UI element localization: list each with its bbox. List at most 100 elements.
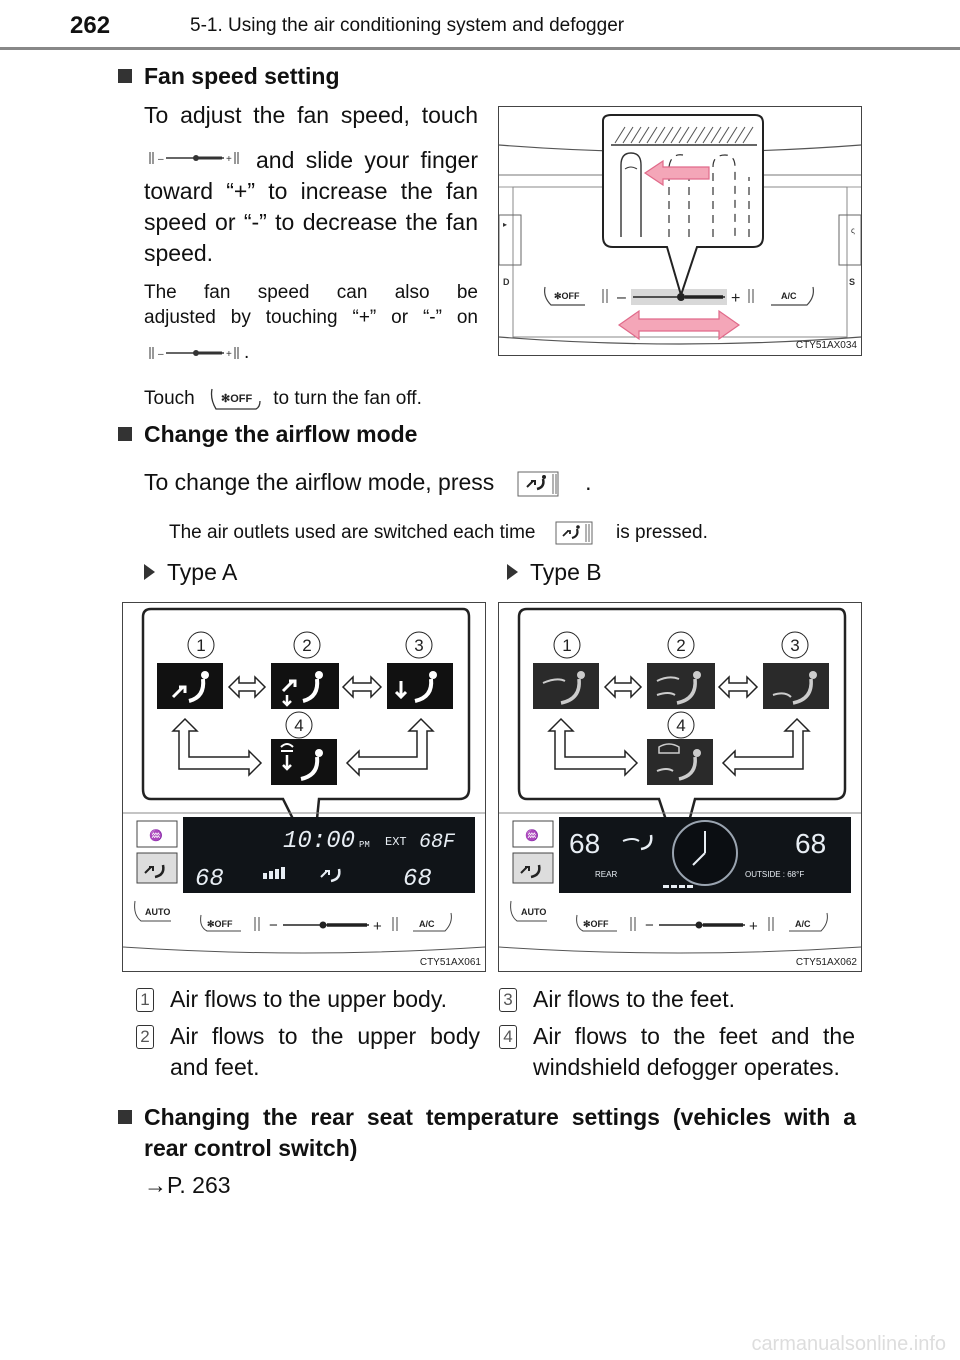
fan-speed-illustration: ✻OFF – + A/C xyxy=(498,114,862,345)
svg-text:♒: ♒ xyxy=(149,829,163,842)
display-b-left-temp: 68 xyxy=(569,828,600,859)
fan-note-end: . xyxy=(244,342,250,363)
mode-4-item: 4 Air flows to the feet and the windshie… xyxy=(499,1021,855,1083)
svg-text:+: + xyxy=(749,918,758,935)
mode-1-text: Air flows to the upper body. xyxy=(170,986,447,1012)
mode-3-text: Air flows to the feet. xyxy=(533,986,735,1012)
svg-text:✻OFF: ✻OFF xyxy=(221,393,252,405)
fan-slider-icon: – + xyxy=(149,152,239,165)
display-b-outside: OUTSIDE : 68°F xyxy=(745,870,804,879)
display-a-left-temp: 68 xyxy=(195,866,224,893)
svg-text:✻OFF: ✻OFF xyxy=(554,291,580,301)
callout-4: 4 xyxy=(294,716,303,735)
callout-1: 1 xyxy=(196,636,205,655)
airflow-instruction: To change the airflow mode, press . xyxy=(144,467,591,499)
mode-3-item: 3 Air flows to the feet. xyxy=(499,984,855,1015)
svg-text:ς: ς xyxy=(851,226,855,235)
type-b-figure: 1 2 3 4 ♒ xyxy=(498,602,862,972)
callout-3: 3 xyxy=(790,636,799,655)
type-b-illustration: 1 2 3 4 ♒ xyxy=(498,607,862,954)
svg-text:+: + xyxy=(731,290,740,307)
triangle-bullet-icon xyxy=(144,564,155,580)
svg-text:D: D xyxy=(503,277,510,287)
rear-seat-heading-line2: rear control switch) xyxy=(144,1135,358,1161)
fan-speed-figure: ✻OFF – + A/C xyxy=(498,106,862,356)
fan-speed-line1: To adjust the fan speed, touch xyxy=(144,102,478,128)
touch-post-text: to turn the fan off. xyxy=(273,388,422,409)
callout-4: 4 xyxy=(676,716,685,735)
fan-speed-heading: Fan speed setting xyxy=(118,63,340,90)
svg-text:A/C: A/C xyxy=(781,291,797,301)
fan-note-line2: adjusted by touching “+” or “-” on xyxy=(144,307,478,328)
svg-text:–: – xyxy=(158,154,164,165)
display-a-ext-temp: 68F xyxy=(419,831,456,854)
rear-seat-heading: Changing the rear seat temperature setti… xyxy=(118,1102,856,1164)
type-b-text: Type B xyxy=(530,559,602,585)
airflow-heading-text: Change the airflow mode xyxy=(144,421,418,447)
callout-2: 2 xyxy=(302,636,311,655)
airflow-mode-button-icon xyxy=(517,471,559,497)
svg-text:−: − xyxy=(269,917,278,934)
rear-seat-reference-link[interactable]: →P. 263 xyxy=(144,1172,231,1198)
watermark: carmanualsonline.info xyxy=(751,1333,946,1355)
fan-speed-line5: speed. xyxy=(144,240,214,266)
svg-text:AUTO: AUTO xyxy=(521,907,546,917)
svg-text:+: + xyxy=(226,349,232,360)
airflow-note: The air outlets used are switched each t… xyxy=(169,520,708,546)
mode-1-item: 1 Air flows to the upper body. xyxy=(136,984,480,1015)
svg-text:+: + xyxy=(226,154,232,165)
mode-2-item: 2 Air flows to the upper body and feet. xyxy=(136,1021,480,1083)
mode-2-text-line1: Air flows to the upper body xyxy=(170,1023,480,1049)
fan-speed-line3: toward “+” to increase the fan xyxy=(144,178,478,204)
svg-text:✻OFF: ✻OFF xyxy=(207,919,233,929)
airflow-instruction-pre: To change the airflow mode, press xyxy=(144,469,495,495)
fan-slider-icon: – + xyxy=(149,347,239,360)
airflow-note-post: is pressed. xyxy=(616,522,708,544)
svg-text:–: – xyxy=(617,289,626,306)
svg-text:✻OFF: ✻OFF xyxy=(583,919,609,929)
airflow-heading: Change the airflow mode xyxy=(118,421,417,448)
mode-1-number: 1 xyxy=(136,988,154,1012)
fan-off-line: Touch ✻OFF to turn the fan off. xyxy=(144,386,422,411)
fan-speed-heading-text: Fan speed setting xyxy=(144,63,340,89)
type-a-text: Type A xyxy=(167,559,238,585)
mode-4-text-line1: Air flows to the feet and the xyxy=(533,1023,855,1049)
fan-speed-line2: and slide your finger xyxy=(256,147,478,173)
svg-text:S: S xyxy=(849,277,855,287)
type-a-figure-code: CTY51AX061 xyxy=(419,957,481,968)
type-a-figure: 1 2 3 4 ♒ xyxy=(122,602,486,972)
fan-off-button-icon: ✻OFF xyxy=(210,388,261,410)
airflow-mode-button-icon xyxy=(555,521,593,545)
svg-text:A/C: A/C xyxy=(419,919,435,929)
airflow-note-pre: The air outlets used are switched each t… xyxy=(169,522,536,544)
fan-speed-paragraph: To adjust the fan speed, touch xyxy=(144,100,478,131)
mode-3-number: 3 xyxy=(499,988,517,1012)
header-rule xyxy=(0,47,960,50)
touch-pre-text: Touch xyxy=(144,388,195,409)
square-bullet-icon xyxy=(118,69,132,83)
display-a-right-temp: 68 xyxy=(403,866,432,893)
display-b-rear: REAR xyxy=(595,870,617,879)
type-a-illustration: 1 2 3 4 ♒ xyxy=(122,607,486,954)
mode-4-text-line2: windshield defogger operates. xyxy=(533,1054,840,1080)
display-a-pm: PM xyxy=(359,840,370,850)
display-b-right-temp: 68 xyxy=(795,828,826,859)
mode-2-text-line2: and feet. xyxy=(170,1054,260,1080)
fan-note-line1: The fan speed can also be xyxy=(144,282,478,303)
type-b-label: Type B xyxy=(507,557,602,588)
callout-1: 1 xyxy=(562,636,571,655)
page-number: 262 xyxy=(70,12,111,39)
square-bullet-icon xyxy=(118,427,132,441)
auto-switch: AUTO xyxy=(145,907,170,917)
callout-3: 3 xyxy=(414,636,423,655)
fan-speed-line2-row: – + and slide your finger xyxy=(144,145,478,176)
mode-2-number: 2 xyxy=(136,1025,154,1049)
rear-seat-heading-line1: Changing the rear seat temperature setti… xyxy=(144,1104,856,1130)
type-a-label: Type A xyxy=(144,557,237,588)
svg-text:−: − xyxy=(645,917,654,934)
callout-2: 2 xyxy=(676,636,685,655)
square-bullet-icon xyxy=(118,1110,132,1124)
display-a-ext: EXT xyxy=(385,835,407,849)
fan-speed-line4: speed or “-” to decrease the fan xyxy=(144,209,478,235)
svg-text:♒: ♒ xyxy=(525,829,539,842)
